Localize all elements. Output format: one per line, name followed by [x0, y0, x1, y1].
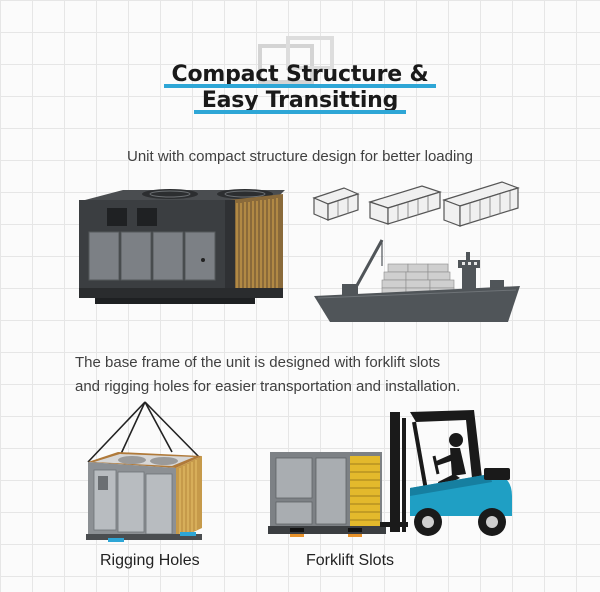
watermark-icon	[258, 36, 334, 84]
forklift-slot-unit-image	[268, 452, 386, 537]
base-frame-caption-line-2: and rigging holes for easier transportat…	[75, 378, 461, 395]
page-title-line-2: Easy Transitting	[0, 88, 600, 114]
rigging-unit-image	[86, 401, 202, 542]
rooftop-unit-image	[79, 189, 285, 304]
container-stack-icon	[312, 181, 520, 227]
title-text-2: Easy Transitting	[193, 88, 407, 114]
title-text-1: Compact Structure &	[163, 62, 437, 88]
base-frame-caption-line-1: The base frame of the unit is designed w…	[75, 354, 441, 371]
forklift-icon	[380, 410, 512, 536]
page-title-line-1: Compact Structure &	[0, 62, 600, 88]
loading-caption: Unit with compact structure design for b…	[126, 148, 473, 165]
rigging-holes-label: Rigging Holes	[100, 552, 200, 569]
cargo-ship-icon	[314, 239, 520, 322]
forklift-slots-label: Forklift Slots	[306, 552, 395, 569]
